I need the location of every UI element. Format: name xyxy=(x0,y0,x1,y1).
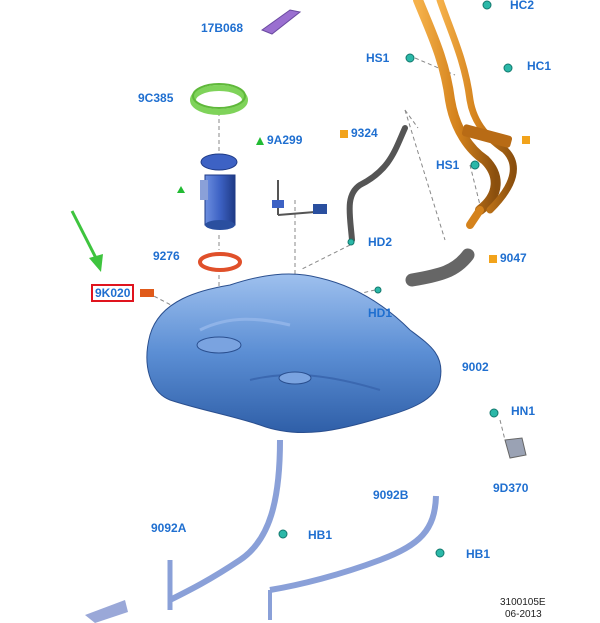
label-HS1-top: HS1 xyxy=(366,51,390,65)
pump-seal xyxy=(198,252,242,272)
label-9276: 9276 xyxy=(153,249,180,263)
label-9002: 9002 xyxy=(462,360,489,374)
connector-9K020 xyxy=(140,289,154,297)
label-9092B: 9092B xyxy=(373,488,409,502)
part-17B068 xyxy=(260,9,302,35)
reference-date: 06-2013 xyxy=(505,609,542,620)
fuel-level-sender xyxy=(272,180,327,216)
label-9K020: 9K020 xyxy=(91,284,135,302)
vent-hose xyxy=(346,125,408,243)
fuel-tank xyxy=(146,273,442,434)
partial-part xyxy=(85,600,128,623)
triangle-marker-icon xyxy=(177,186,185,193)
bracket-9D370 xyxy=(504,437,527,459)
label-9047: 9047 xyxy=(489,251,527,265)
label-HN1: HN1 xyxy=(511,404,536,418)
label-9A299: 9A299 xyxy=(256,133,302,147)
highlighted-part-label: 9K020 xyxy=(91,284,135,302)
fuel-pump-module xyxy=(200,153,238,230)
label-17B068: 17B068 xyxy=(201,21,244,35)
label-9C385: 9C385 xyxy=(138,91,174,105)
label-9092A: 9092A xyxy=(151,521,187,535)
label-HB1-right: HB1 xyxy=(466,547,491,561)
green-arrow xyxy=(70,210,103,272)
square-marker-icon xyxy=(522,136,530,144)
label-HD2: HD2 xyxy=(368,235,393,249)
label-HC2: HC2 xyxy=(510,0,535,12)
label-9D370: 9D370 xyxy=(493,481,529,495)
locking-ring xyxy=(190,83,248,115)
triangle-marker-icon xyxy=(256,136,264,145)
filler-pipe xyxy=(413,0,517,229)
fastener-markers xyxy=(278,0,513,558)
square-marker-icon xyxy=(340,129,348,138)
label-HS1-mid: HS1 xyxy=(436,158,460,172)
label-HD1: HD1 xyxy=(368,306,393,320)
label-HC1: HC1 xyxy=(527,59,552,73)
label-9324: 9324 xyxy=(340,126,378,140)
label-HB1-left: HB1 xyxy=(308,528,333,542)
tank-strap-9092B xyxy=(268,495,439,620)
filler-hose xyxy=(405,248,475,287)
square-marker-icon xyxy=(489,254,497,263)
tank-strap-9092A xyxy=(167,439,283,610)
reference-code: 3100105E xyxy=(500,597,546,608)
